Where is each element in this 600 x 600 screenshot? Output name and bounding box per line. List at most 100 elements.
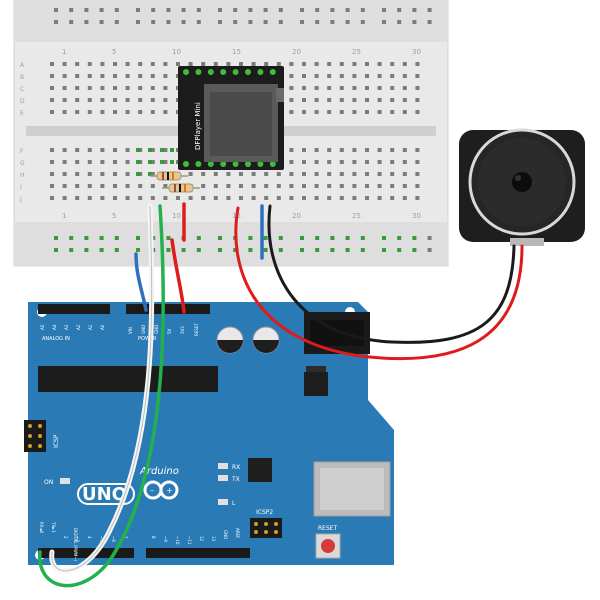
resistor	[162, 183, 200, 193]
breadboard-hole	[176, 62, 180, 66]
digital-pin-labels: RX◄0 TX►1 2 ~3 4 ~5 ~6 7 8 ~9 ~10 ~11 12…	[39, 521, 240, 545]
breadboard-hole	[125, 62, 130, 66]
breadboard-hole	[352, 184, 357, 188]
pin-label: A1	[88, 324, 93, 330]
breadboard-hole	[402, 62, 407, 66]
breadboard-hole	[339, 98, 344, 102]
breadboard-hole	[382, 20, 386, 24]
breadboard-hole	[314, 74, 319, 78]
breadboard-hole	[113, 86, 117, 90]
breadboard-hole	[289, 184, 294, 188]
breadboard-hole	[390, 172, 395, 176]
breadboard-hole	[213, 184, 218, 188]
breadboard-hole	[263, 20, 268, 24]
breadboard-hole	[327, 172, 332, 176]
breadboard-hole	[170, 148, 174, 152]
row-letter: B	[20, 74, 24, 81]
pin-label: VIN	[128, 327, 133, 334]
breadboard-hole	[62, 196, 67, 200]
breadboard-hole	[276, 62, 281, 66]
breadboard-hole	[339, 62, 344, 66]
breadboard-hole	[300, 248, 304, 252]
breadboard-hole	[352, 196, 357, 200]
breadboard-hole	[138, 160, 143, 164]
breadboard-hole	[327, 110, 332, 114]
breadboard-hole	[87, 172, 92, 176]
module-pin	[245, 161, 251, 167]
breadboard-hole	[50, 86, 54, 90]
breadboard-hole	[100, 62, 105, 66]
breadboard-hole	[365, 74, 369, 78]
breadboard-hole	[138, 184, 143, 188]
breadboard-hole	[327, 62, 332, 66]
breadboard-hole	[125, 148, 130, 152]
breadboard-hole	[365, 98, 369, 102]
breadboard-hole	[75, 184, 80, 188]
pin-label: GND	[141, 325, 146, 334]
column-number: 1	[62, 48, 66, 56]
breadboard-hole	[125, 184, 130, 188]
breadboard-hole	[87, 98, 92, 102]
row-letter: E	[20, 110, 24, 117]
breadboard-hole	[345, 20, 350, 24]
breadboard-hole	[415, 86, 420, 90]
breadboard-hole	[226, 184, 231, 188]
breadboard-hole	[377, 110, 382, 114]
breadboard-hole	[62, 74, 67, 78]
breadboard-hole	[314, 196, 319, 200]
breadboard-hole	[138, 98, 143, 102]
breadboard-hole	[264, 172, 269, 176]
breadboard-hole	[125, 160, 130, 164]
breadboard-hole	[390, 184, 395, 188]
svg-text:+: +	[166, 486, 173, 495]
breadboard-hole	[50, 98, 54, 102]
breadboard-hole	[99, 248, 104, 252]
wire-black-speaker	[267, 204, 516, 344]
breadboard-hole	[181, 248, 186, 252]
breadboard-hole	[302, 148, 306, 152]
breadboard-hole	[239, 184, 243, 188]
dfplayer-label: DFPlayer Mini	[194, 102, 202, 150]
breadboard-hole	[114, 8, 119, 12]
breadboard-hole	[251, 196, 256, 200]
voltage-regulator	[304, 372, 328, 396]
breadboard-hole	[69, 236, 74, 240]
breadboard-hole	[75, 160, 80, 164]
breadboard-hole	[138, 86, 143, 90]
breadboard-hole	[402, 110, 407, 114]
breadboard-hole	[397, 20, 402, 24]
breadboard-hole	[233, 20, 238, 24]
dfplayer-module: DFPlayer Mini	[178, 66, 284, 170]
breadboard-hole	[100, 160, 105, 164]
breadboard-hole	[365, 196, 369, 200]
breadboard-hole	[150, 196, 155, 200]
breadboard-hole	[300, 236, 304, 240]
column-number: 15	[232, 48, 241, 56]
breadboard-hole	[50, 110, 54, 114]
wire-white-serial-outline	[51, 205, 153, 572]
module-pin	[257, 161, 264, 167]
breadboard-hole	[415, 172, 420, 176]
breadboard-hole	[314, 98, 319, 102]
breadboard-hole	[315, 20, 320, 24]
breadboard-hole	[87, 184, 92, 188]
breadboard-hole	[345, 236, 350, 240]
breadboard-bottom-rail-strip	[14, 222, 448, 266]
breadboard-hole	[415, 110, 420, 114]
breadboard-hole	[87, 74, 92, 78]
breadboard-hole	[276, 172, 281, 176]
breadboard-hole	[87, 110, 92, 114]
breadboard-hole	[84, 20, 89, 24]
breadboard-hole	[390, 148, 395, 152]
breadboard-hole	[113, 172, 117, 176]
row-letter: C	[20, 86, 24, 93]
arduino-uno: A5 A4 A3 A2 A1 A0 ANALOG IN VIN GND GND …	[24, 302, 394, 565]
breadboard-hole	[170, 160, 174, 164]
breadboard-hole	[136, 160, 140, 164]
breadboard-hole	[136, 236, 140, 240]
breadboard-hole	[138, 110, 143, 114]
breadboard-hole	[151, 20, 156, 24]
breadboard-hole	[150, 148, 155, 152]
breadboard-hole	[302, 110, 306, 114]
